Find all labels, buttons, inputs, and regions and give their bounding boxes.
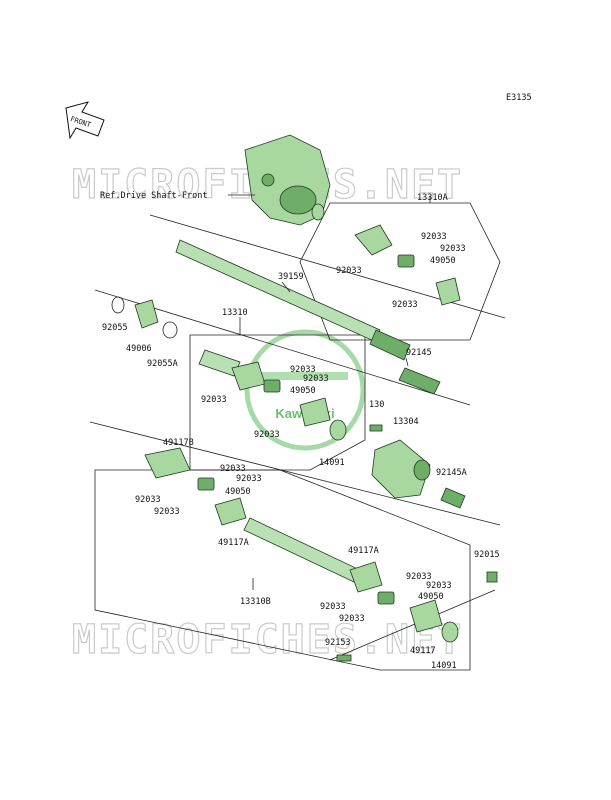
label-39159: 39159 (278, 272, 304, 282)
group-outline-13310A (299, 202, 501, 341)
washer-14091-a (329, 419, 347, 441)
label-92033-a3: 92033 (336, 266, 362, 276)
bolt-92153 (336, 654, 352, 662)
label-92153: 92153 (325, 638, 351, 648)
label-13310B: 13310B (240, 597, 271, 607)
label-92055: 92055 (102, 323, 128, 333)
spring-92145A (440, 487, 466, 509)
label-49050-a: 49050 (430, 256, 456, 266)
label-49117A-b: 49117A (348, 546, 379, 556)
label-13304: 13304 (393, 417, 419, 427)
shaft-13310B (243, 517, 361, 583)
label-92033-d4: 92033 (339, 614, 365, 624)
joint-13310A (354, 224, 461, 306)
label-14091-a: 14091 (319, 458, 345, 468)
label-49050-d: 49050 (418, 592, 444, 602)
joint-49117B (144, 447, 247, 526)
front-arrow-icon: FRONT (65, 101, 105, 140)
joint-13310 (198, 349, 331, 427)
spring-92145 (398, 367, 441, 395)
label-92033-c2: 92033 (236, 474, 262, 484)
label-92033-a1: 92033 (421, 232, 447, 242)
label-92033-c3: 92033 (135, 495, 161, 505)
label-130: 130 (369, 400, 384, 410)
label-49117: 49117 (410, 646, 436, 656)
label-92033-b3: 92033 (201, 395, 227, 405)
shaft-39159 (175, 239, 411, 361)
label-92033-d2: 92033 (426, 581, 452, 591)
label-92033-a4: 92033 (392, 300, 418, 310)
nut-92015 (486, 571, 498, 583)
label-92033-d1: 92033 (406, 572, 432, 582)
bolt-130 (369, 424, 383, 432)
label-92033-c4: 92033 (154, 507, 180, 517)
label-49006: 49006 (126, 344, 152, 354)
label-49050-c: 49050 (225, 487, 251, 497)
washer-14091-b (441, 621, 459, 643)
label-92033-c1: 92033 (220, 464, 246, 474)
label-92055A: 92055A (147, 359, 178, 369)
label-49117A-a: 49117A (218, 538, 249, 548)
joint-49117A (349, 561, 443, 633)
label-92033-b4: 92033 (254, 430, 280, 440)
label-92033-a2: 92033 (440, 244, 466, 254)
label-ref-drive-shaft-front: Ref.Drive Shaft-Front (100, 191, 207, 201)
label-49117B: 49117B (163, 438, 194, 448)
housing-13304 (371, 439, 431, 499)
label-92145: 92145 (406, 348, 432, 358)
label-13310A: 13310A (417, 193, 448, 203)
label-49050-b: 49050 (290, 386, 316, 396)
label-92145A: 92145A (436, 468, 467, 478)
boot-49006 (134, 299, 159, 329)
label-92033-b2: 92033 (303, 374, 329, 384)
label-14091-b: 14091 (431, 661, 457, 671)
label-92033-b1: 92033 (290, 365, 316, 375)
gear-case (244, 134, 331, 226)
label-13310: 13310 (222, 308, 248, 318)
watermark-bottom: MICROFICHES.NET (72, 617, 463, 663)
label-92015: 92015 (474, 550, 500, 560)
label-92033-d3: 92033 (320, 602, 346, 612)
diagram-code: E3135 (506, 93, 532, 103)
